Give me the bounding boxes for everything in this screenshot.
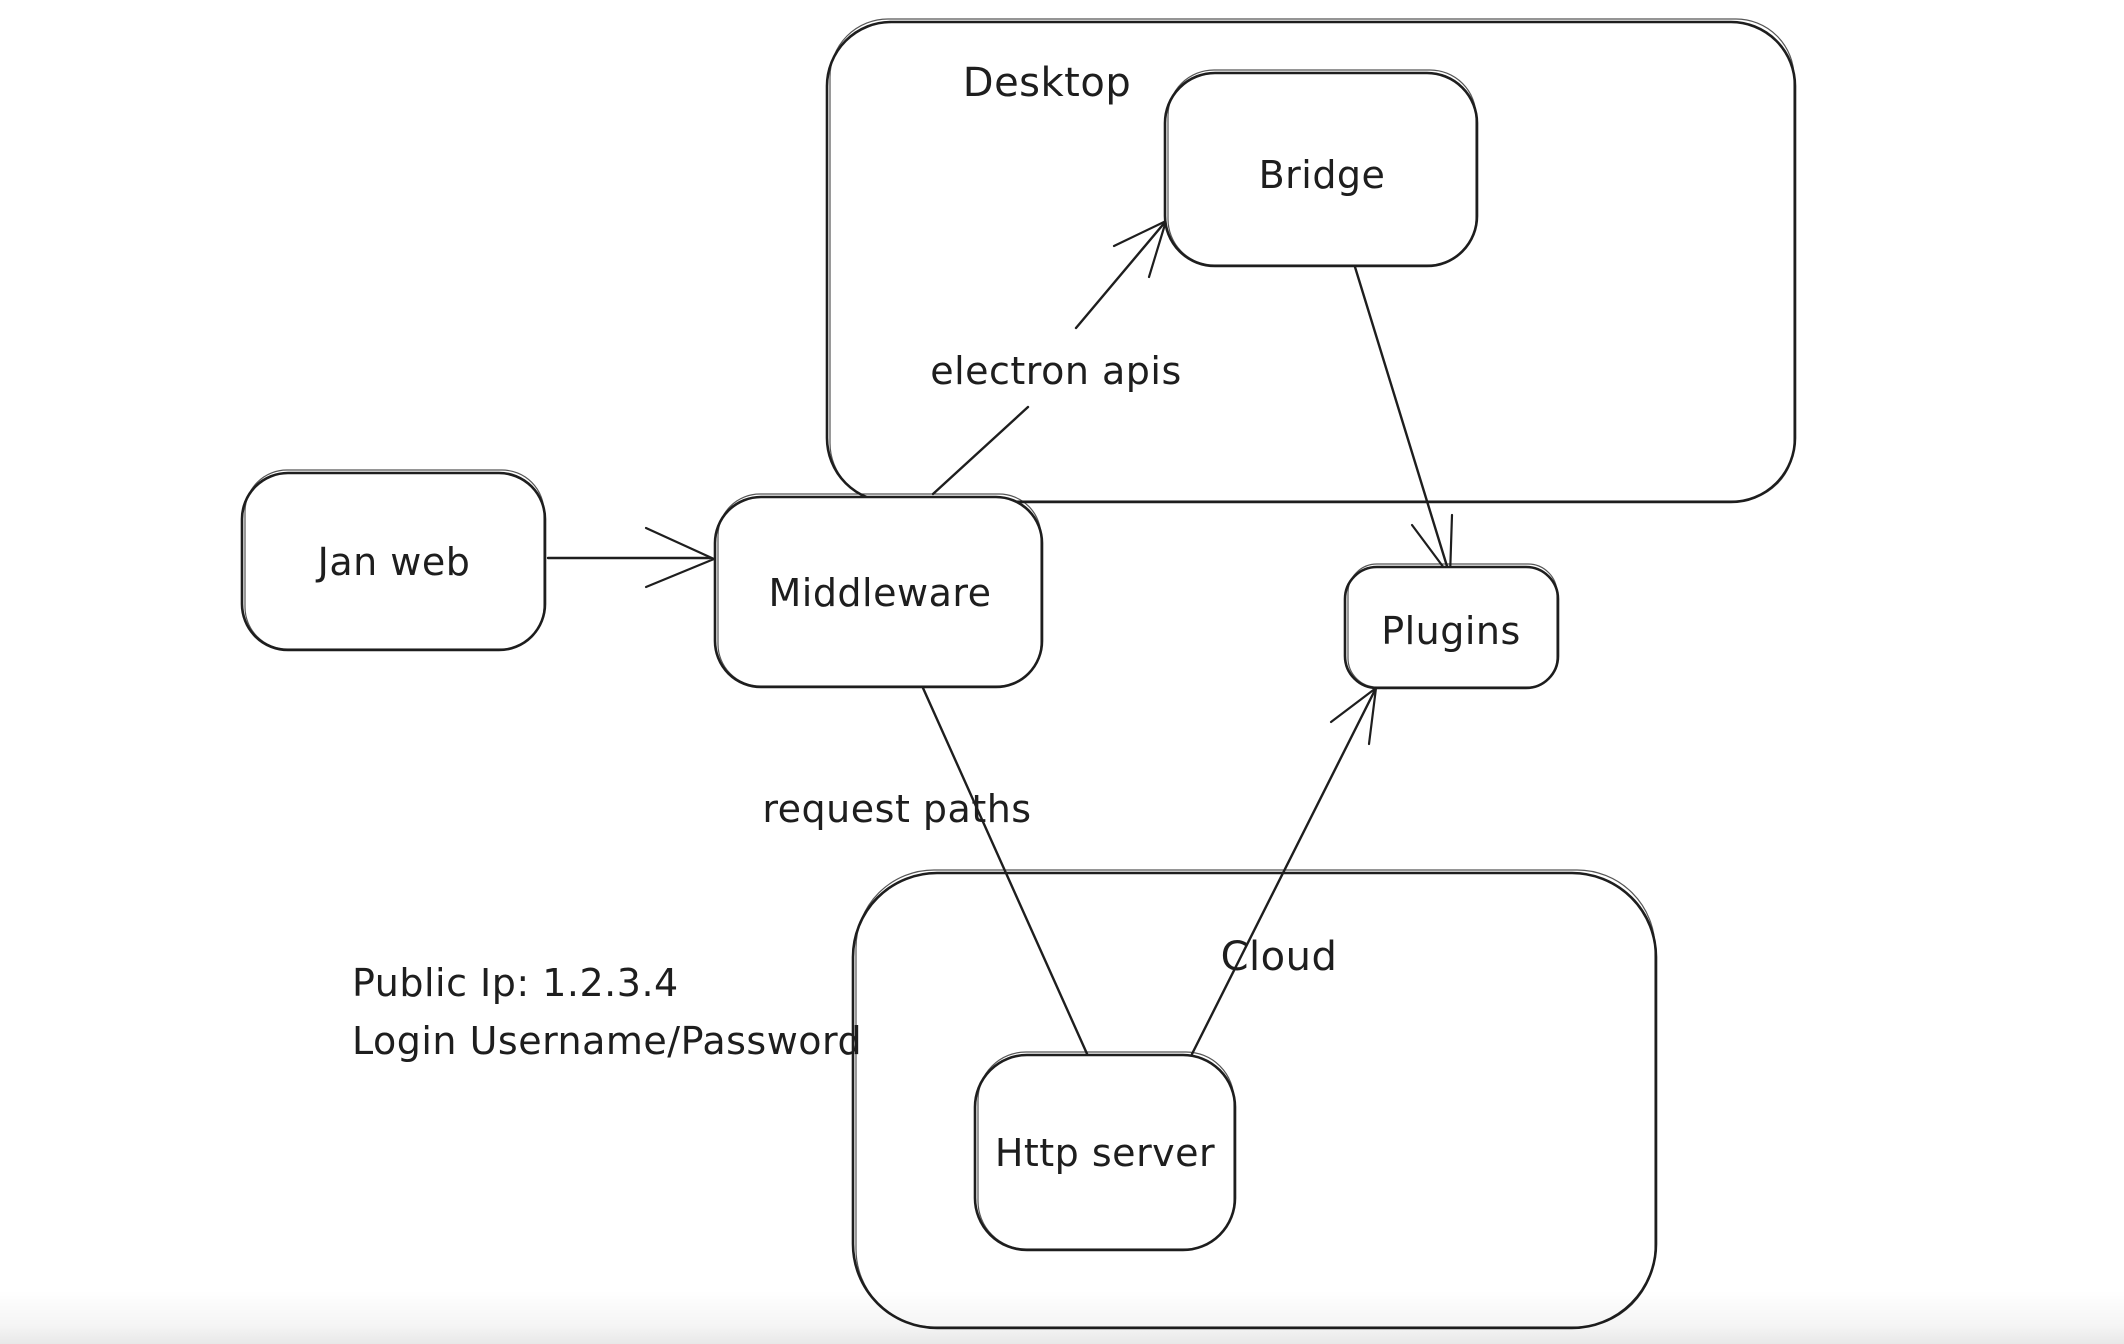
bridge-shape[interactable] [1163,71,1479,268]
node-jan-web[interactable] [240,469,547,652]
arrowhead-stroke [1112,219,1168,248]
jan-web-shape[interactable] [240,471,547,652]
http-server-shape[interactable] [973,1053,1237,1252]
jan-web-label[interactable]: Jan web [316,540,471,584]
edge-bridge-plugins-shaft[interactable] [1353,265,1452,578]
edge-middleware-httpserver[interactable] [921,686,1090,1058]
middleware-shape[interactable] [713,495,1044,689]
edge-middleware-bridge[interactable] [931,219,1168,496]
arrowhead-stroke [1147,219,1168,279]
arrowhead-stroke [1367,686,1378,746]
arrowhead-stroke [644,557,716,589]
arrowhead-stroke [1329,686,1378,724]
node-plugins[interactable] [1343,563,1560,690]
edge-httpserver-plugins[interactable] [1190,686,1378,1056]
cloud-container-sketch-echo [855,869,1656,1328]
annotation-login[interactable]: Login Username/Password [352,1019,862,1063]
arrowhead-stroke [644,526,716,561]
node-middleware[interactable] [713,493,1044,689]
edge-middleware-httpserver-shaft[interactable] [921,686,1090,1058]
plugins-shape[interactable] [1343,565,1560,690]
edge-httpserver-plugins-shaft[interactable] [1190,686,1378,1056]
desktop-container-label[interactable]: Desktop [963,60,1131,106]
bridge-sketch-echo [1167,69,1477,266]
jan-web-sketch-echo [244,469,545,650]
plugins-label[interactable]: Plugins [1381,609,1521,653]
http-server-label[interactable]: Http server [995,1131,1215,1175]
edge-middleware-bridge-segment-upper[interactable] [1074,219,1168,330]
middleware-sketch-echo [717,493,1042,687]
plugins-sketch-echo [1347,563,1558,688]
cloud-container-label[interactable]: Cloud [1221,934,1338,980]
desktop-container-sketch-echo [829,18,1795,502]
electron-apis-edge-label[interactable]: electron apis [930,349,1182,393]
edge-janweb-middleware[interactable] [546,526,716,589]
edge-middleware-bridge-segment-lower[interactable] [931,405,1030,496]
annotation-public-ip[interactable]: Public Ip: 1.2.3.4 [352,961,679,1005]
node-http-server[interactable] [973,1051,1237,1252]
http-server-sketch-echo [977,1051,1235,1250]
node-bridge[interactable] [1163,69,1479,268]
bridge-label[interactable]: Bridge [1259,153,1386,197]
middleware-label[interactable]: Middleware [768,571,991,615]
request-paths-edge-label[interactable]: request paths [762,787,1031,831]
